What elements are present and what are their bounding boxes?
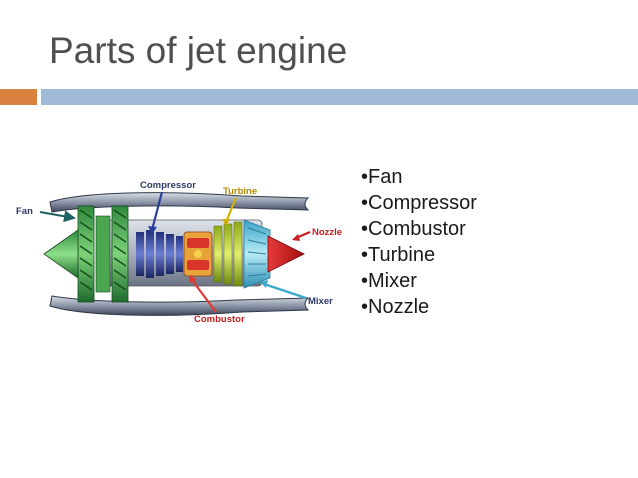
list-item: •Combustor xyxy=(361,218,466,240)
accent-bar-blue xyxy=(41,89,638,105)
label-combustor: Combustor xyxy=(194,314,245,325)
nose-cone xyxy=(43,229,79,279)
arrow-compressor xyxy=(150,191,164,231)
fan-blades xyxy=(77,205,129,303)
arrow-mixer xyxy=(263,282,307,300)
list-item: •Compressor xyxy=(361,192,477,214)
label-turbine: Turbine xyxy=(223,186,257,197)
list-item: •Nozzle xyxy=(361,296,430,318)
arrow-turbine xyxy=(224,197,238,223)
label-compressor: Compressor xyxy=(140,180,196,191)
nozzle-plug xyxy=(267,235,305,273)
arrow-fan xyxy=(39,210,76,223)
arrow-combustor xyxy=(191,279,217,313)
mixer-lobes xyxy=(243,219,271,289)
slide-title: Parts of jet engine xyxy=(49,30,348,71)
accent-bar-orange xyxy=(0,89,37,105)
combustor-chamber xyxy=(183,231,213,277)
compressor-stages xyxy=(136,230,183,278)
turbine-stages xyxy=(213,221,243,287)
label-mixer: Mixer xyxy=(308,296,333,307)
list-item: •Fan xyxy=(361,166,403,188)
parts-list: •Fan •Compressor •Combustor •Turbine •Mi… xyxy=(361,164,477,320)
outer-casing-top xyxy=(49,192,310,213)
list-item: •Turbine xyxy=(361,244,436,266)
label-nozzle: Nozzle xyxy=(312,227,342,238)
list-item: •Mixer xyxy=(361,270,417,292)
label-fan: Fan xyxy=(16,206,33,217)
jet-engine-diagram: Fan Compressor Turbine Nozzle Mixer Comb… xyxy=(16,180,342,325)
